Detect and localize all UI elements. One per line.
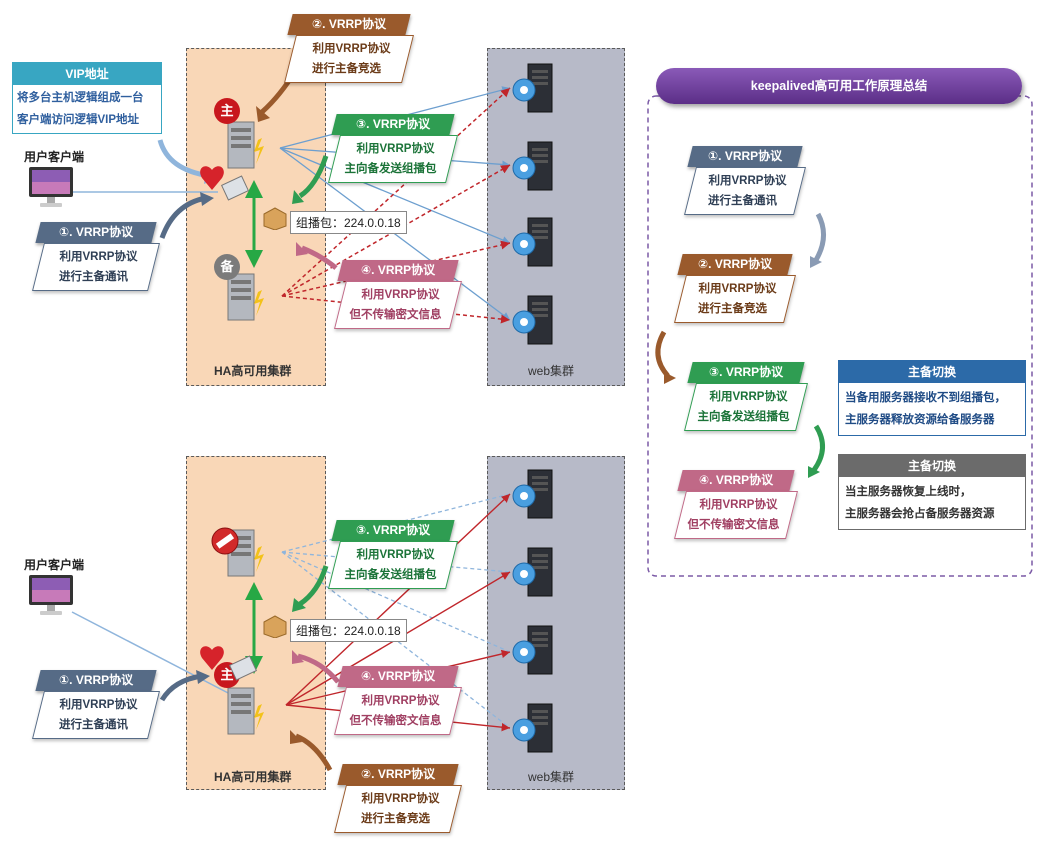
tag-head: ①. VRRP协议 bbox=[707, 149, 783, 163]
web-cluster-zone-bottom bbox=[487, 456, 625, 790]
tag-line: 利用VRRP协议 bbox=[699, 499, 778, 511]
tag-head: ②. VRRP协议 bbox=[311, 17, 387, 31]
tag-line: 利用VRRP协议 bbox=[356, 143, 435, 155]
web-cluster-zone-top bbox=[487, 48, 625, 386]
switchover-line: 主服务器释放资源给备服务器 bbox=[845, 414, 995, 426]
multicast-label: 组播包：224.0.0.18 bbox=[290, 211, 407, 234]
ha-cluster-label: HA高可用集群 bbox=[214, 770, 292, 784]
master-server-icon bbox=[227, 121, 264, 169]
tag-line: 利用VRRP协议 bbox=[356, 549, 435, 561]
tag-line: 利用VRRP协议 bbox=[709, 391, 788, 403]
tag-head: ②. VRRP协议 bbox=[360, 767, 436, 781]
client-monitor-icon bbox=[29, 167, 73, 207]
web-server-icon bbox=[512, 217, 553, 267]
summary-title-bar: keepalived高可用工作原理总结 bbox=[656, 68, 1022, 104]
web-cluster-label: web集群 bbox=[528, 364, 575, 378]
tag-head: ③. VRRP协议 bbox=[708, 365, 784, 379]
summary-title: keepalived高可用工作原理总结 bbox=[750, 79, 928, 93]
switchover-box-2: 主备切换 当主服务器恢复上线时， 主服务器会抢占备服务器资源 bbox=[838, 454, 1026, 530]
switchover-line: 主服务器会抢占备服务器资源 bbox=[845, 508, 995, 520]
new-master-server-icon bbox=[227, 687, 264, 735]
switchover-title: 主备切换 bbox=[839, 361, 1025, 383]
tag-line: 进行主备竞选 bbox=[361, 813, 431, 825]
vip-box-line1: 将多台主机逻辑组成一台 bbox=[17, 92, 144, 104]
web-server-icon bbox=[512, 295, 553, 345]
web-cluster-label: web集群 bbox=[528, 770, 575, 784]
summary-tag-election: ②. VRRP协议 利用VRRP协议进行主备竞选 bbox=[674, 254, 796, 323]
tag-vrrp-election: ②. VRRP协议 利用VRRP协议进行主备竞选 bbox=[284, 14, 414, 83]
tag-head: ④. VRRP协议 bbox=[360, 263, 436, 277]
tag-line: 但不传输密文信息 bbox=[349, 715, 442, 727]
web-server-icon bbox=[512, 547, 553, 597]
no-entry-icon bbox=[211, 527, 239, 555]
tag-line: 利用VRRP协议 bbox=[59, 251, 138, 263]
switchover-box-1: 主备切换 当备用服务器接收不到组播包， 主服务器释放资源给备服务器 bbox=[838, 360, 1026, 436]
master-badge: 主 bbox=[214, 98, 240, 124]
tag-vrrp-communication: ①. VRRP协议 利用VRRP协议进行主备通讯 bbox=[32, 222, 160, 291]
vip-box-line2: 客户端访问逻辑VIP地址 bbox=[17, 114, 140, 126]
client-monitor-icon bbox=[29, 575, 73, 615]
tag-vrrp-no-cipher: ④. VRRP协议 利用VRRP协议但不传输密文信息 bbox=[334, 260, 462, 329]
tag-line: 但不传输密文信息 bbox=[687, 519, 780, 531]
tag-head: ④. VRRP协议 bbox=[360, 669, 436, 683]
tag-line: 主向备发送组播包 bbox=[344, 163, 437, 175]
tag-line: 进行主备通讯 bbox=[708, 195, 778, 207]
summary-tag-communication: ①. VRRP协议 利用VRRP协议进行主备通讯 bbox=[684, 146, 806, 215]
vip-heart-icon bbox=[200, 166, 250, 201]
tag-head: ②. VRRP协议 bbox=[697, 257, 773, 271]
switchover-line: 当主服务器恢复上线时， bbox=[845, 486, 972, 498]
tag-line: 利用VRRP协议 bbox=[361, 793, 440, 805]
backup-badge: 备 bbox=[214, 254, 240, 280]
switchover-title: 主备切换 bbox=[839, 455, 1025, 477]
tag-line: 进行主备竞选 bbox=[312, 63, 382, 75]
client-label: 用户客户端 bbox=[24, 150, 85, 164]
vip-address-box: VIP地址 将多台主机逻辑组成一台 客户端访问逻辑VIP地址 bbox=[12, 62, 162, 134]
web-server-icon bbox=[512, 625, 553, 675]
tag-head: ③. VRRP协议 bbox=[355, 523, 431, 537]
tag-line: 进行主备通讯 bbox=[59, 719, 129, 731]
tag-head: ③. VRRP协议 bbox=[355, 117, 431, 131]
tag-vrrp-multicast: ③. VRRP协议 利用VRRP协议主向备发送组播包 bbox=[328, 520, 458, 589]
tag-line: 进行主备通讯 bbox=[59, 271, 129, 283]
tag-line: 利用VRRP协议 bbox=[312, 43, 391, 55]
tag-line: 利用VRRP协议 bbox=[361, 695, 440, 707]
tag-line: 利用VRRP协议 bbox=[698, 283, 777, 295]
tag-vrrp-no-cipher: ④. VRRP协议 利用VRRP协议但不传输密文信息 bbox=[334, 666, 462, 735]
client-label: 用户客户端 bbox=[24, 558, 85, 572]
tag-line: 利用VRRP协议 bbox=[708, 175, 787, 187]
tag-head: ④. VRRP协议 bbox=[698, 473, 774, 487]
vip-box-title: VIP地址 bbox=[13, 63, 161, 85]
tag-line: 进行主备竞选 bbox=[698, 303, 768, 315]
web-server-icon bbox=[512, 703, 553, 753]
tag-line: 但不传输密文信息 bbox=[349, 309, 442, 321]
tag-line: 主向备发送组播包 bbox=[697, 411, 790, 423]
package-icon bbox=[263, 207, 287, 230]
vip-heart-icon bbox=[200, 646, 258, 681]
summary-tag-no-cipher: ④. VRRP协议 利用VRRP协议但不传输密文信息 bbox=[674, 470, 798, 539]
ha-cluster-label: HA高可用集群 bbox=[214, 364, 292, 378]
tag-vrrp-multicast: ③. VRRP协议 利用VRRP协议主向备发送组播包 bbox=[328, 114, 458, 183]
tag-vrrp-communication: ①. VRRP协议 利用VRRP协议进行主备通讯 bbox=[32, 670, 160, 739]
multicast-label: 组播包：224.0.0.18 bbox=[290, 619, 407, 642]
switchover-line: 当备用服务器接收不到组播包， bbox=[845, 392, 1006, 404]
summary-tag-multicast: ③. VRRP协议 利用VRRP协议主向备发送组播包 bbox=[684, 362, 808, 431]
tag-line: 主向备发送组播包 bbox=[344, 569, 437, 581]
tag-head: ①. VRRP协议 bbox=[58, 225, 134, 239]
tag-line: 利用VRRP协议 bbox=[59, 699, 138, 711]
web-server-icon bbox=[512, 63, 553, 113]
tag-head: ①. VRRP协议 bbox=[58, 673, 134, 687]
web-server-icon bbox=[512, 141, 553, 191]
web-server-icon bbox=[512, 469, 553, 519]
tag-line: 利用VRRP协议 bbox=[361, 289, 440, 301]
backup-server-icon bbox=[227, 273, 264, 321]
tag-vrrp-election: ②. VRRP协议 利用VRRP协议进行主备竞选 bbox=[334, 764, 462, 833]
package-icon bbox=[263, 615, 287, 638]
